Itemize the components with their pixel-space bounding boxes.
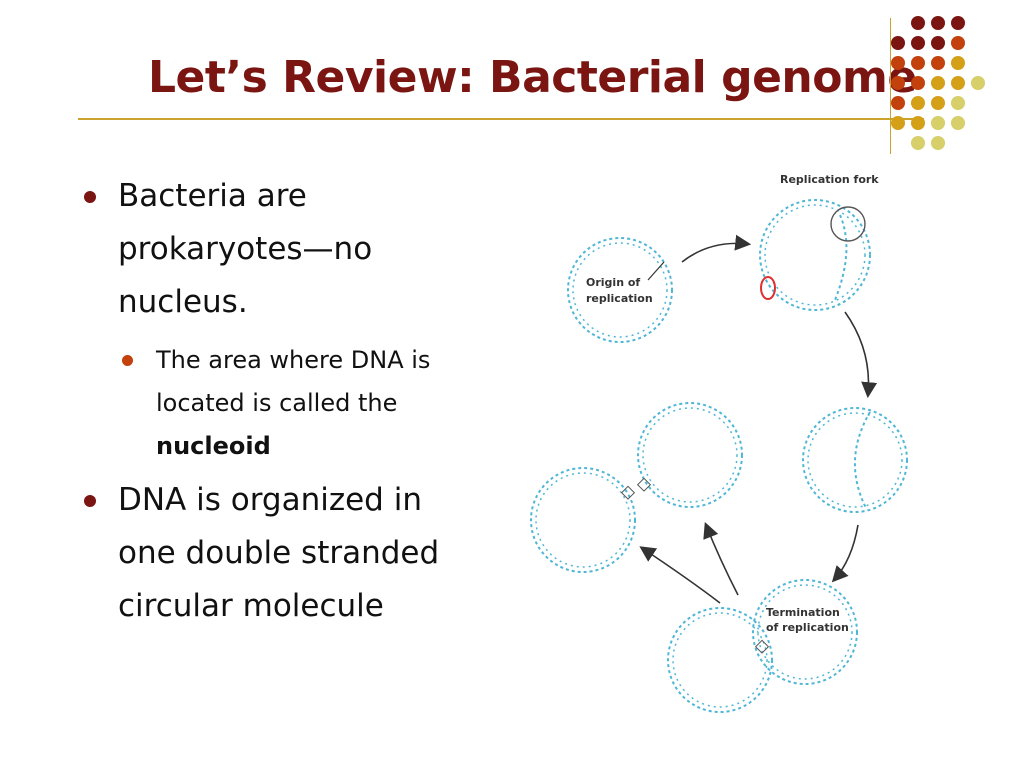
decorative-dot (931, 116, 945, 130)
decorative-dot (951, 116, 965, 130)
dna-circle-theta (802, 407, 908, 513)
arrow-3 (831, 524, 859, 583)
decorative-dot (951, 16, 965, 30)
arrow-4 (703, 522, 739, 596)
decorative-dot (911, 136, 925, 150)
bullet-item: DNA is organized in one double stranded … (78, 474, 498, 633)
decorative-dot (931, 56, 945, 70)
sub-bullet-bold-term: nucleoid (156, 432, 271, 460)
dna-circle-origin (567, 237, 673, 343)
origin-marker (760, 276, 776, 300)
slide-title: Let’s Review: Bacterial genome (148, 52, 917, 103)
bullet-text: Bacteria are prokaryotes—no nucleus. (118, 178, 373, 320)
decorative-dot (931, 16, 945, 30)
dna-circle-daughter-a (636, 402, 743, 508)
decorative-dot (971, 76, 985, 90)
sub-bullet-dot-icon (122, 355, 133, 366)
dna-circle-termination-a (667, 607, 773, 713)
decorative-dot (911, 36, 925, 50)
origin-label-line1: Origin of (586, 276, 640, 289)
dna-circle-termination-b (752, 579, 858, 685)
corner-divider (890, 18, 891, 154)
decorative-dot (951, 76, 965, 90)
sub-bullet-item: The area where DNA is located is called … (118, 339, 498, 468)
process-arrows (639, 234, 878, 604)
decorative-dot (951, 96, 965, 110)
sub-bullet-prefix: The area where DNA is located is called … (156, 346, 431, 417)
decorative-dot (931, 96, 945, 110)
bullet-dot-icon (84, 191, 96, 203)
bullet-text: DNA is organized in one double stranded … (118, 482, 440, 624)
termination-label-line2: of replication (766, 621, 849, 634)
dna-circle-daughter-b (530, 467, 636, 573)
origin-label-line2: replication (586, 292, 653, 305)
arrow-5 (639, 546, 721, 604)
decorative-dot (911, 16, 925, 30)
decorative-dot (931, 36, 945, 50)
bullet-dot-icon (84, 495, 96, 507)
termination-label-line1: Termination (766, 606, 840, 619)
decorative-dot (891, 36, 905, 50)
decorative-dot (951, 36, 965, 50)
decorative-dot (931, 136, 945, 150)
arrow-2 (844, 311, 878, 399)
bullet-list: Bacteria are prokaryotes—no nucleus. The… (78, 170, 498, 633)
replication-fork-label: Replication fork (780, 173, 879, 186)
arrow-1 (681, 234, 752, 263)
sub-bullet-text: The area where DNA is located is called … (156, 339, 486, 468)
decorative-dot (931, 76, 945, 90)
replication-diagram: Replication fork Origin of replication T… (530, 173, 908, 713)
title-underline (78, 118, 924, 120)
dna-circle-fork (759, 199, 871, 311)
decorative-dot (951, 56, 965, 70)
bullet-item: Bacteria are prokaryotes—no nucleus. (78, 170, 498, 329)
